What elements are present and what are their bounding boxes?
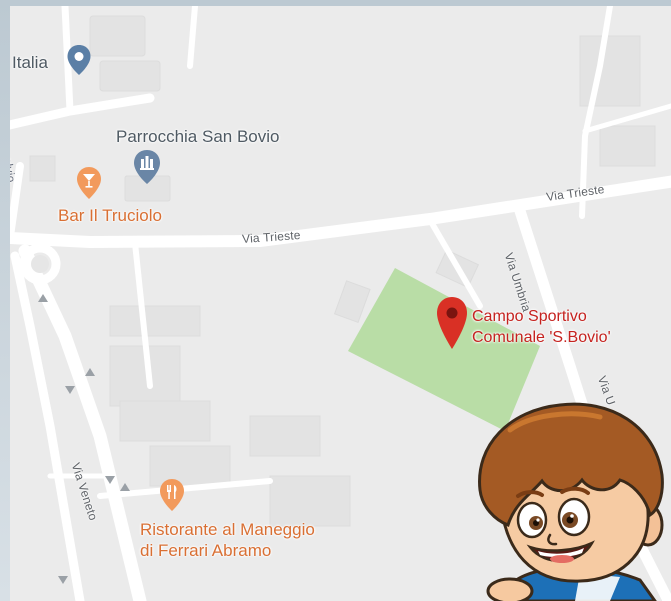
cocktail-bar-icon[interactable] xyxy=(75,166,103,200)
roundabout-center xyxy=(31,255,49,273)
place-pin-icon[interactable] xyxy=(66,44,92,76)
place-label-campo-line2[interactable]: Comunale 'S.Bovio' xyxy=(472,329,611,346)
cartoon-boy-icon xyxy=(478,402,664,601)
sports-field-area[interactable] xyxy=(348,268,540,431)
place-label-italia[interactable]: Italia xyxy=(12,53,48,72)
red-map-marker-icon[interactable] xyxy=(435,296,469,350)
roundabout xyxy=(19,243,61,285)
restaurant-icon[interactable] xyxy=(158,478,186,512)
church-icon[interactable] xyxy=(132,149,162,185)
place-label-ristorante-line2[interactable]: di Ferrari Abramo xyxy=(140,541,272,560)
one-way-arrows xyxy=(38,294,130,584)
building-footprints xyxy=(29,15,656,527)
place-label-parrocchia[interactable]: Parrocchia San Bovio xyxy=(116,127,280,146)
map-base xyxy=(10,6,671,601)
place-label-campo-line1[interactable]: Campo Sportivo xyxy=(472,308,587,325)
place-label-bar[interactable]: Bar Il Truciolo xyxy=(58,206,162,225)
place-label-ristorante-line1[interactable]: Ristorante al Maneggio xyxy=(140,520,315,539)
